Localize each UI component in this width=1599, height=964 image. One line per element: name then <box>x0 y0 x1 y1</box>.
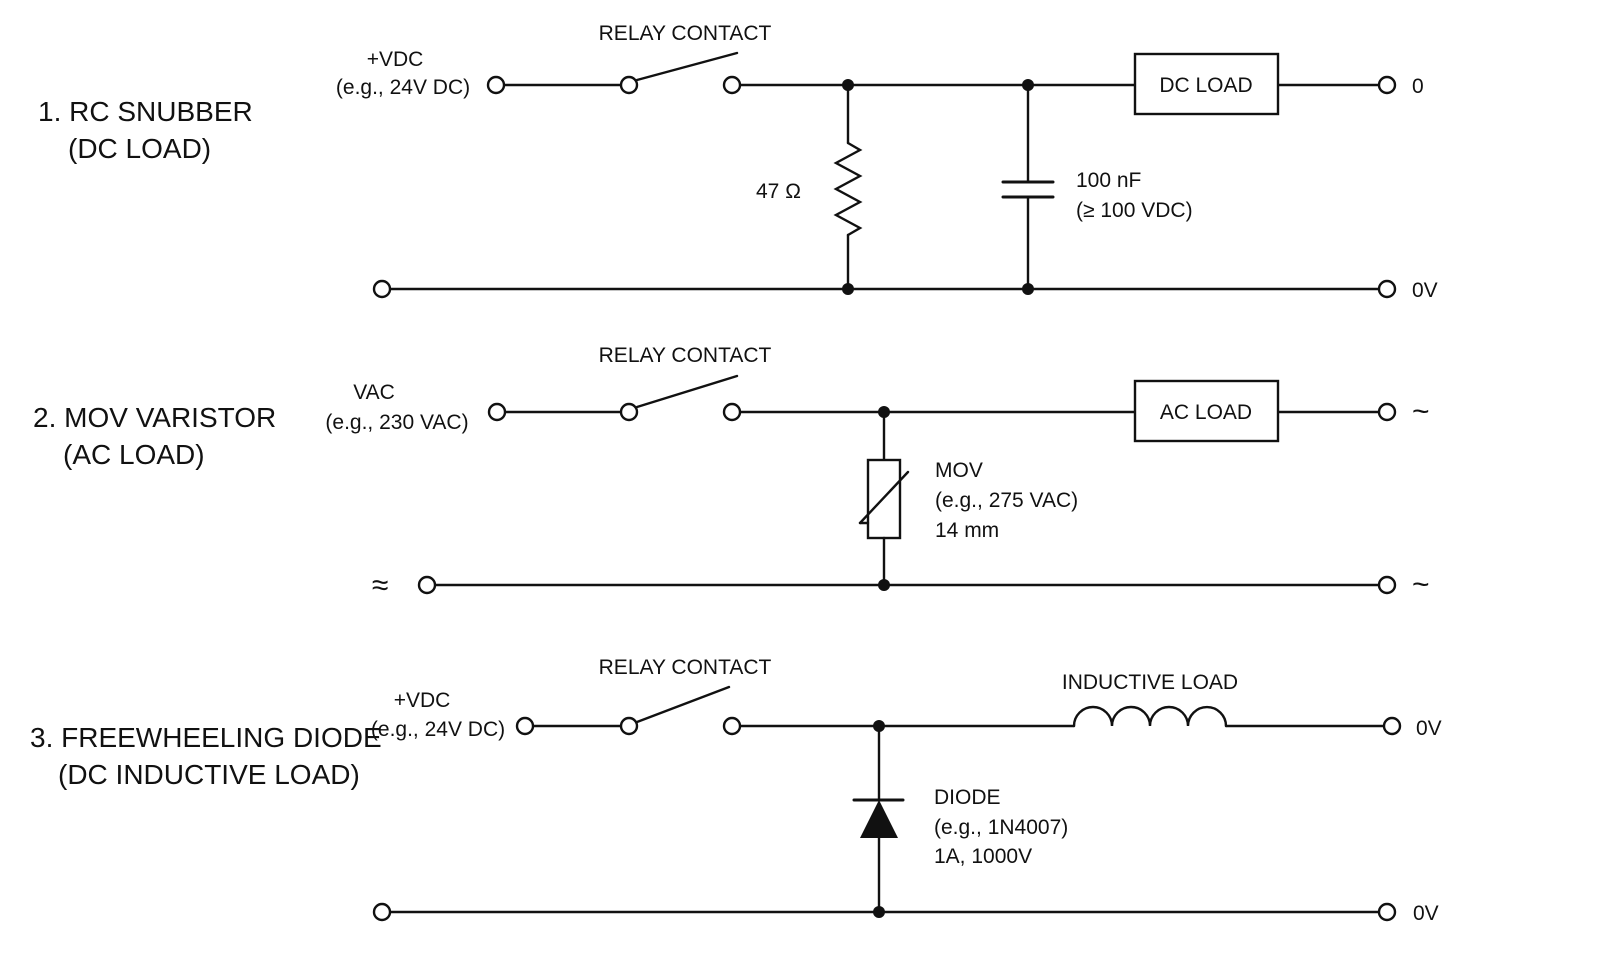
mov-ac-load-box <box>1133 379 1280 443</box>
rc-out-bottom-label: 0V <box>1412 279 1438 302</box>
rc-supply-label-line2: (e.g., 24V DC) <box>336 76 470 99</box>
rc-title-line2: (DC LOAD) <box>68 133 211 164</box>
circuit-mov-varistor: 2. MOV VARISTOR (AC LOAD) VAC (e.g., 230… <box>33 344 1430 602</box>
mov-varistor-slash <box>858 470 910 525</box>
mov-ac-symbol-top: ~ <box>1412 395 1430 428</box>
rc-junction-1 <box>842 79 854 91</box>
circuit-rc-snubber: 1. RC SNUBBER (DC LOAD) +VDC (e.g., 24V … <box>38 22 1438 302</box>
diode-relay-blade <box>635 685 731 724</box>
rc-terminal-bottom-left <box>372 279 392 299</box>
diode-triangle <box>860 800 898 838</box>
diode-title-line2: (DC INDUCTIVE LOAD) <box>58 759 360 790</box>
circuit-freewheeling-diode: 3. FREEWHEELING DIODE (DC INDUCTIVE LOAD… <box>30 656 1442 925</box>
diode-title-line1: 3. FREEWHEELING DIODE <box>30 722 382 753</box>
mov-terminal-bottom-left <box>417 575 437 595</box>
mov-supply-label-line2: (e.g., 230 VAC) <box>325 411 468 434</box>
rc-out-top-label: 0 <box>1412 75 1424 98</box>
diode-terminal-out-bottom <box>1377 902 1397 922</box>
mov-label-line3: 14 mm <box>935 519 999 542</box>
rc-terminal-supply <box>486 75 506 95</box>
mov-relay-label: RELAY CONTACT <box>599 344 772 367</box>
diode-inductor-coil <box>1072 705 1228 728</box>
diode-relay-terminal-1 <box>619 716 639 736</box>
rc-junction-3 <box>842 283 854 295</box>
rc-dc-load-box <box>1133 52 1280 116</box>
rc-terminal-out-top <box>1377 75 1397 95</box>
rc-capacitor-label-line2: (≥ 100 VDC) <box>1076 199 1193 222</box>
diode-terminal-out-top <box>1382 716 1402 736</box>
diode-terminal-bottom-left <box>372 902 392 922</box>
mov-relay-terminal-2 <box>722 402 742 422</box>
mov-terminal-out-bottom <box>1377 575 1397 595</box>
mov-title-line2: (AC LOAD) <box>63 439 205 470</box>
rc-title-line1: 1. RC SNUBBER <box>38 96 253 127</box>
mov-relay-blade <box>635 374 739 409</box>
rc-supply-label-line1: +VDC <box>367 48 424 71</box>
rc-relay-label: RELAY CONTACT <box>599 22 772 45</box>
diode-inductor-label: INDUCTIVE LOAD <box>1062 671 1238 694</box>
diode-supply-label-line2: (e.g., 24V DC) <box>371 718 505 741</box>
diode-relay-terminal-2 <box>722 716 742 736</box>
diode-terminal-supply <box>515 716 535 736</box>
mov-relay-terminal-1 <box>619 402 639 422</box>
mov-ac-symbol-bottom-right: ~ <box>1412 568 1430 601</box>
diode-out-top-label: 0V <box>1416 717 1442 740</box>
mov-terminal-out-top <box>1377 402 1397 422</box>
mov-ac-symbol-bottom-left: ≈ <box>372 569 388 602</box>
mov-junction-bottom <box>878 579 890 591</box>
mov-junction-top <box>878 406 890 418</box>
rc-junction-4 <box>1022 283 1034 295</box>
mov-ac-load-label: AC LOAD <box>1160 401 1252 424</box>
mov-supply-label-line1: VAC <box>353 381 395 404</box>
rc-resistor-zigzag <box>833 141 863 237</box>
diode-label-line1: DIODE <box>934 786 1001 809</box>
rc-relay-terminal-2 <box>722 75 742 95</box>
diode-junction-bottom <box>873 906 885 918</box>
rc-junction-2 <box>1022 79 1034 91</box>
rc-relay-terminal-1 <box>619 75 639 95</box>
diode-junction-top <box>873 720 885 732</box>
mov-label-line2: (e.g., 275 VAC) <box>935 489 1078 512</box>
mov-title-line1: 2. MOV VARISTOR <box>33 402 276 433</box>
diode-supply-label-line1: +VDC <box>394 689 451 712</box>
rc-dc-load-label: DC LOAD <box>1159 74 1252 97</box>
mov-terminal-supply <box>487 402 507 422</box>
diode-relay-label: RELAY CONTACT <box>599 656 772 679</box>
diode-label-line2: (e.g., 1N4007) <box>934 816 1068 839</box>
rc-resistor-label: 47 Ω <box>756 180 801 203</box>
rc-relay-blade <box>635 51 739 82</box>
diode-label-line3: 1A, 1000V <box>934 845 1032 868</box>
diode-out-bottom-label: 0V <box>1413 902 1439 925</box>
rc-capacitor-label-line1: 100 nF <box>1076 169 1141 192</box>
mov-label-line1: MOV <box>935 459 983 482</box>
rc-terminal-out-bottom <box>1377 279 1397 299</box>
